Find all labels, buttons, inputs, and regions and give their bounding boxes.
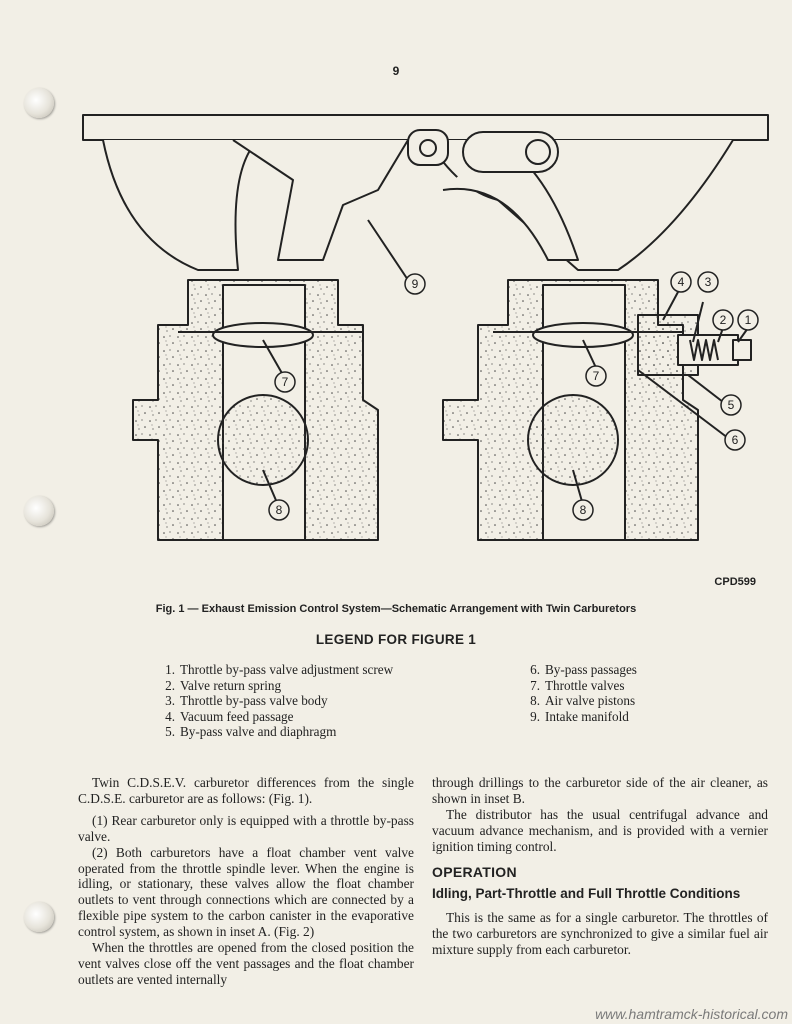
callout-label: 1 bbox=[745, 313, 752, 327]
carburetor-schematic: 1 2 3 4 5 6 7 7 8 8 9 bbox=[82, 114, 769, 541]
legend-title: LEGEND FOR FIGURE 1 bbox=[315, 632, 477, 647]
callout-8-right bbox=[572, 499, 594, 521]
legend-item: 9.Intake manifold bbox=[530, 708, 629, 724]
figure-caption: Fig. 1 — Exhaust Emission Control System… bbox=[155, 603, 637, 615]
callout-6 bbox=[724, 429, 746, 451]
page-number: 9 bbox=[392, 64, 400, 78]
body-paragraph: through drillings to the carburetor side… bbox=[432, 775, 768, 806]
callout-3 bbox=[697, 271, 719, 293]
callout-1 bbox=[737, 309, 759, 331]
legend-list-left: 1.Throttle by-pass valve adjustment scre… bbox=[155, 662, 393, 740]
callout-2 bbox=[712, 309, 734, 331]
body-paragraph: (1) Rear carburetor only is equipped wit… bbox=[78, 812, 414, 844]
body-paragraph: The distributor has the usual centrifuga… bbox=[432, 806, 768, 854]
callout-7-left bbox=[274, 371, 296, 393]
body-paragraph: When the throttles are opened from the c… bbox=[78, 940, 414, 987]
callout-9 bbox=[404, 273, 426, 295]
callout-label: 8 bbox=[276, 503, 283, 517]
body-column-left: Twin C.D.S.E.V. carburetor differences f… bbox=[78, 775, 414, 988]
callout-label: 2 bbox=[720, 313, 727, 327]
callout-label: 3 bbox=[705, 275, 712, 289]
callout-label: 7 bbox=[282, 375, 289, 389]
legend-item: 6.By-pass passages bbox=[530, 662, 637, 677]
callout-5 bbox=[720, 394, 742, 416]
body-paragraph: (2) Both carburetors have a float chambe… bbox=[78, 844, 414, 940]
body-column-right: through drillings to the carburetor side… bbox=[432, 775, 768, 958]
legend-item: 8.Air valve pistons bbox=[530, 693, 636, 708]
legend-item: 3.Throttle by-pass valve body bbox=[165, 693, 328, 708]
callout-label: 8 bbox=[580, 503, 587, 517]
legend-item: 1.Throttle by-pass valve adjustment scre… bbox=[165, 662, 394, 677]
legend-item: 5.By-pass valve and diaphragm bbox=[165, 724, 337, 739]
callout-8-left bbox=[268, 499, 290, 521]
callout-label: 7 bbox=[593, 369, 600, 383]
section-heading: OPERATION bbox=[432, 863, 517, 880]
binder-hole-bottom bbox=[24, 902, 54, 932]
binder-hole-middle bbox=[24, 496, 54, 526]
callout-label: 6 bbox=[732, 433, 739, 447]
section-subheading: Idling, Part-Throttle and Full Throttle … bbox=[432, 886, 741, 902]
figure-code: CPD599 bbox=[714, 576, 756, 588]
legend-item: 7.Throttle valves bbox=[530, 677, 625, 693]
callout-4 bbox=[670, 271, 692, 293]
legend-item: 4.Vacuum feed passage bbox=[165, 708, 294, 724]
callout-label: 5 bbox=[728, 398, 735, 412]
binder-hole-top bbox=[24, 88, 54, 118]
body-paragraph: This is the same as for a single carbure… bbox=[432, 910, 768, 958]
watermark: www.hamtramck-historical.com bbox=[595, 1006, 788, 1022]
legend-item: 2.Valve return spring bbox=[165, 677, 282, 693]
callout-label: 9 bbox=[412, 277, 419, 291]
legend-list-right: 6.By-pass passages 7.Throttle valves 8.A… bbox=[520, 662, 637, 724]
body-paragraph: Twin C.D.S.E.V. carburetor differences f… bbox=[78, 775, 414, 806]
callout-7-right bbox=[585, 365, 607, 387]
callout-label: 4 bbox=[678, 275, 685, 289]
